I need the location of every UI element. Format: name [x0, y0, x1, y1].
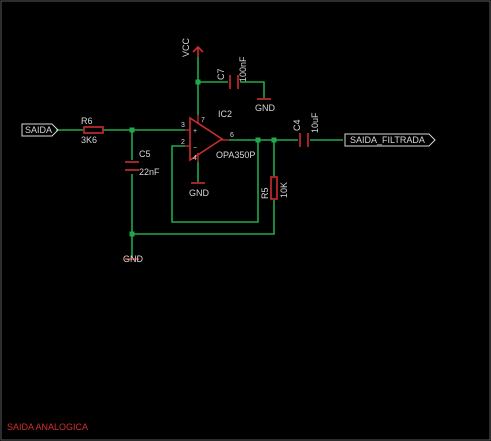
- wire-feedback: [171, 140, 259, 223]
- ground-bottom-label: GND: [123, 254, 144, 264]
- junction-dot: [129, 231, 135, 237]
- capacitor-c4-gap: [298, 132, 310, 148]
- capacitor-c4[interactable]: C4 10uF: [292, 112, 320, 148]
- opamp-pin-4-number: 4: [193, 155, 197, 162]
- wire-r5-gnd: [132, 200, 275, 235]
- capacitor-c7[interactable]: C7 100nF: [216, 56, 248, 90]
- capacitor-c7-name: C7: [216, 68, 226, 80]
- opamp-pin-3-number: 3: [181, 122, 185, 129]
- junction-dot: [255, 137, 261, 143]
- opamp-name: IC2: [218, 109, 232, 119]
- junction-dot: [271, 137, 277, 143]
- ground-opamp: GND: [189, 182, 210, 198]
- junction-dot: [195, 79, 201, 85]
- wires: [56, 57, 343, 258]
- input-port-shape: [21, 123, 59, 137]
- sheet-title: SAIDA ANALOGICA: [7, 422, 88, 432]
- resistor-r6-value: 3K6: [81, 135, 97, 145]
- resistor-r6-name: R6: [81, 116, 93, 126]
- capacitor-c4-value: 10uF: [310, 112, 320, 133]
- output-port-saida-filtrada[interactable]: SAIDA_FILTRADA: [344, 133, 436, 147]
- opamp-pin-7-number: 7: [201, 117, 205, 124]
- opamp-value: OPA350P: [216, 150, 255, 160]
- capacitor-c5-value: 22nF: [139, 167, 160, 177]
- ground-bottom: GND: [123, 254, 144, 264]
- resistor-r6[interactable]: R6 3K6: [81, 116, 104, 145]
- opamp-pin-6-number: 6: [230, 132, 234, 139]
- resistor-r6-body: [83, 126, 104, 134]
- vcc-supply: VCC: [181, 37, 204, 57]
- opamp-ic2[interactable]: + − 3 2 7 4 6 IC2 OPA350P: [181, 109, 255, 162]
- junctions: [129, 79, 277, 237]
- opamp-minus-sign: −: [193, 145, 197, 152]
- ground-c7: GND: [255, 98, 276, 113]
- wire-c7-gnd: [240, 81, 265, 98]
- input-port-saida[interactable]: SAIDA: [21, 123, 59, 137]
- opamp-plus-sign: +: [193, 128, 197, 135]
- resistor-r5[interactable]: R5 10K: [260, 176, 289, 200]
- output-port-label: SAIDA_FILTRADA: [350, 135, 425, 145]
- capacitor-c5-name: C5: [139, 149, 151, 159]
- resistor-r5-value: 10K: [279, 182, 289, 198]
- resistor-r5-name: R5: [260, 187, 270, 199]
- capacitor-c7-value: 100nF: [238, 56, 248, 82]
- capacitor-c7-gap: [228, 74, 240, 90]
- input-port-label: SAIDA: [25, 125, 52, 135]
- capacitor-c5[interactable]: C5 22nF: [124, 149, 160, 177]
- resistor-r5-body: [270, 176, 278, 200]
- opamp-triangle: [189, 116, 224, 162]
- ground-c7-label: GND: [255, 103, 276, 113]
- opamp-pin-2-number: 2: [181, 139, 185, 146]
- capacitor-c4-name: C4: [292, 119, 302, 131]
- ground-opamp-label: GND: [189, 188, 210, 198]
- vcc-label: VCC: [181, 37, 191, 57]
- junction-dot: [129, 127, 135, 133]
- output-port-shape: [344, 133, 436, 147]
